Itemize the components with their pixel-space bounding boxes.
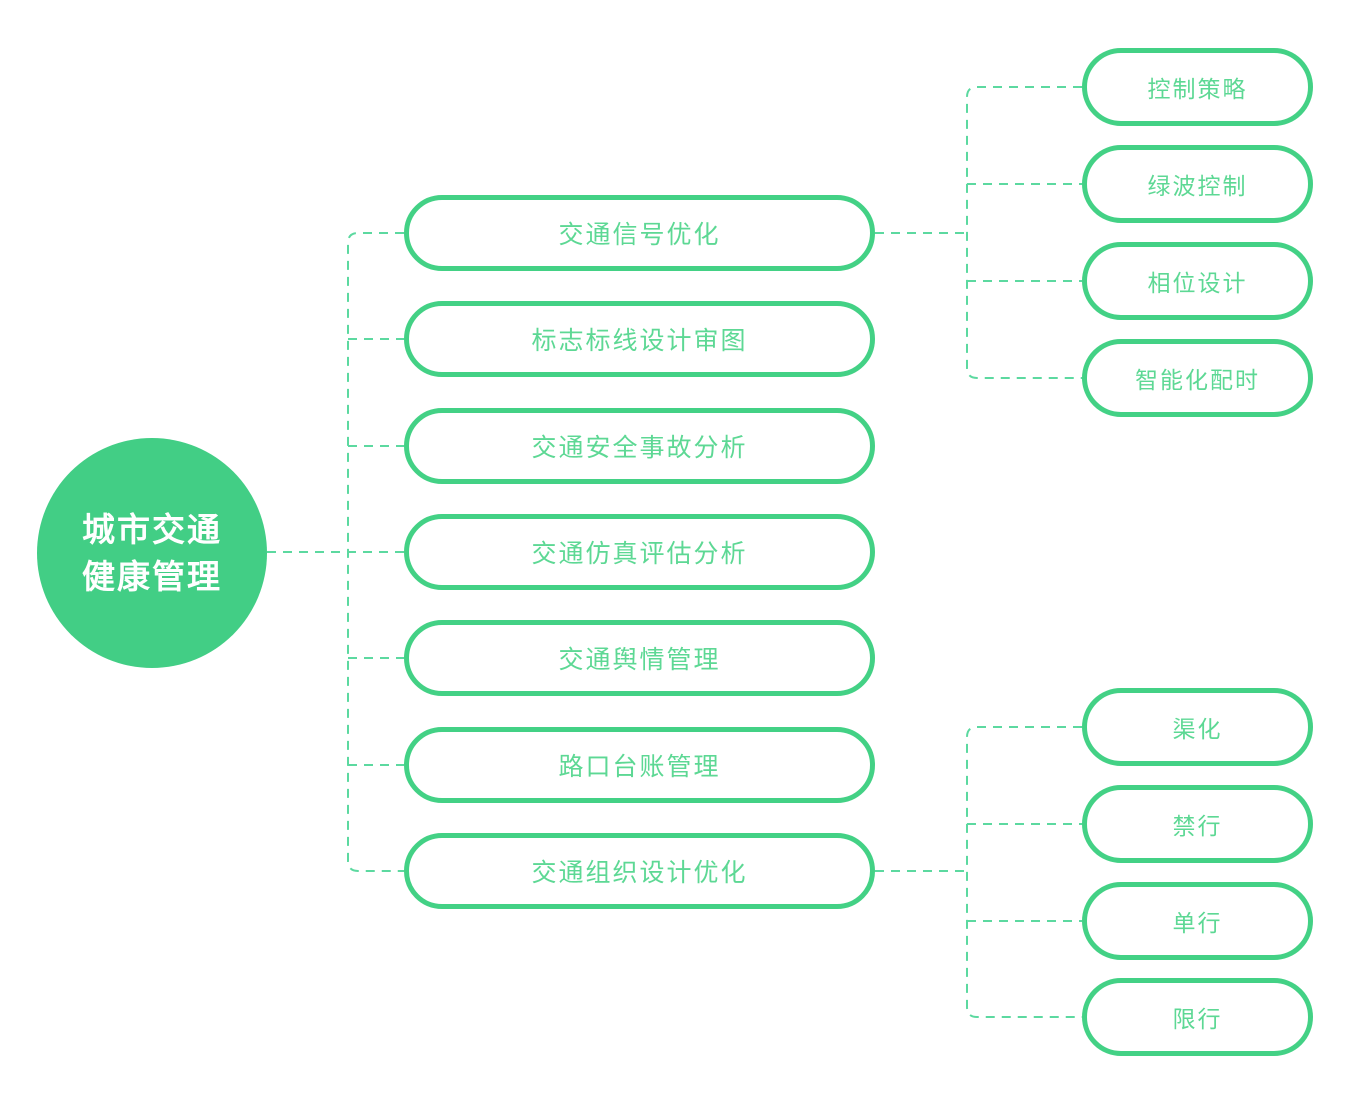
branch-node-sign-marking-review[interactable]: 标志标线设计审图 bbox=[404, 301, 875, 377]
branch-node-label: 交通仿真评估分析 bbox=[531, 540, 748, 568]
leaf-node-one-way[interactable]: 单行 bbox=[1082, 882, 1313, 960]
branch-node-label: 标志标线设计审图 bbox=[531, 327, 748, 355]
leaf-node-green-wave-control[interactable]: 绿波控制 bbox=[1082, 145, 1313, 223]
branch-node-label: 交通信号优化 bbox=[558, 221, 721, 249]
leaf-node-label: 绿波控制 bbox=[1147, 173, 1248, 199]
root-node-label-line2: 健康管理 bbox=[82, 558, 222, 595]
branch-node-public-opinion[interactable]: 交通舆情管理 bbox=[404, 620, 875, 696]
branch-node-intersection-ledger[interactable]: 路口台账管理 bbox=[404, 727, 875, 803]
leaf-node-label: 限行 bbox=[1172, 1006, 1223, 1032]
branch-node-label: 交通安全事故分析 bbox=[531, 434, 748, 462]
leaf-node-label: 禁行 bbox=[1172, 813, 1223, 839]
branch-node-label: 路口台账管理 bbox=[558, 753, 721, 781]
leaf-node-label: 单行 bbox=[1172, 910, 1223, 936]
connector-branch-trunk bbox=[347, 232, 404, 872]
branch-node-label: 交通组织设计优化 bbox=[531, 859, 748, 887]
branch-node-safety-accident-analysis[interactable]: 交通安全事故分析 bbox=[404, 408, 875, 484]
leaf-node-restricted[interactable]: 限行 bbox=[1082, 978, 1313, 1056]
root-node[interactable]: 城市交通 健康管理 bbox=[37, 438, 267, 668]
leaf-node-control-strategy[interactable]: 控制策略 bbox=[1082, 48, 1313, 126]
leaf-node-phase-design[interactable]: 相位设计 bbox=[1082, 242, 1313, 320]
branch-node-traffic-org-design[interactable]: 交通组织设计优化 bbox=[404, 833, 875, 909]
connector-org-trunk bbox=[966, 726, 1082, 1018]
leaf-node-label: 智能化配时 bbox=[1135, 367, 1260, 393]
leaf-node-label: 控制策略 bbox=[1147, 76, 1248, 102]
leaf-node-label: 相位设计 bbox=[1147, 270, 1248, 296]
connector-signal-trunk bbox=[966, 86, 1082, 379]
leaf-node-intelligent-timing[interactable]: 智能化配时 bbox=[1082, 339, 1313, 417]
leaf-node-label: 渠化 bbox=[1172, 716, 1223, 742]
root-node-label-line1: 城市交通 bbox=[82, 511, 222, 548]
branch-node-simulation-evaluation[interactable]: 交通仿真评估分析 bbox=[404, 514, 875, 590]
branch-node-label: 交通舆情管理 bbox=[558, 646, 721, 674]
branch-node-signal-optimization[interactable]: 交通信号优化 bbox=[404, 195, 875, 271]
leaf-node-no-entry[interactable]: 禁行 bbox=[1082, 785, 1313, 863]
leaf-node-channelization[interactable]: 渠化 bbox=[1082, 688, 1313, 766]
